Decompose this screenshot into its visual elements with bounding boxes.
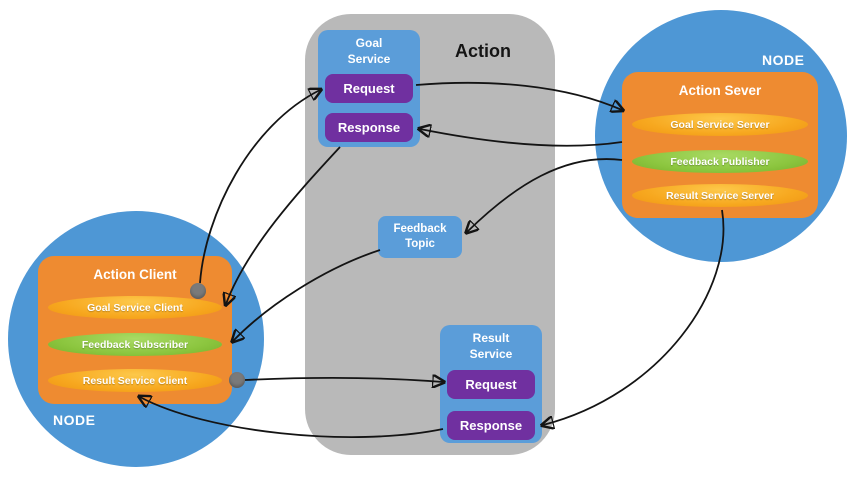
result-response-button: Response: [447, 411, 535, 440]
goal-request-button: Request: [325, 74, 413, 103]
server-node-label: NODE: [762, 52, 805, 68]
action-server-box: Action Sever Goal Service Server Feedbac…: [622, 72, 818, 218]
feedback-publisher-pill: Feedback Publisher: [632, 150, 808, 173]
action-client-title: Action Client: [93, 267, 177, 282]
feedback-topic-box: Feedback Topic: [378, 216, 462, 258]
goal-service-box: Goal Service Request Response: [318, 30, 420, 147]
action-server-title: Action Sever: [678, 83, 762, 98]
result-request-button: Request: [447, 370, 535, 399]
feedback-subscriber-pill: Feedback Subscriber: [48, 333, 222, 356]
goal-service-server-pill: Goal Service Server: [632, 113, 808, 136]
action-title: Action: [455, 41, 511, 61]
result-service-server-pill: Result Service Server: [632, 184, 808, 207]
goal-response-button: Response: [325, 113, 413, 142]
goal-service-title: Goal Service: [347, 36, 391, 66]
result-service-box: Result Service Request Response: [440, 325, 542, 443]
goal-connector-dot: [190, 283, 206, 299]
result-connector-dot: [229, 372, 245, 388]
client-node-label: NODE: [53, 412, 96, 428]
goal-service-client-pill: Goal Service Client: [48, 296, 222, 319]
result-service-client-pill: Result Service Client: [48, 369, 222, 392]
action-client-box: Action Client Goal Service Client Feedba…: [38, 256, 232, 404]
result-service-title: Result Service: [469, 331, 513, 361]
